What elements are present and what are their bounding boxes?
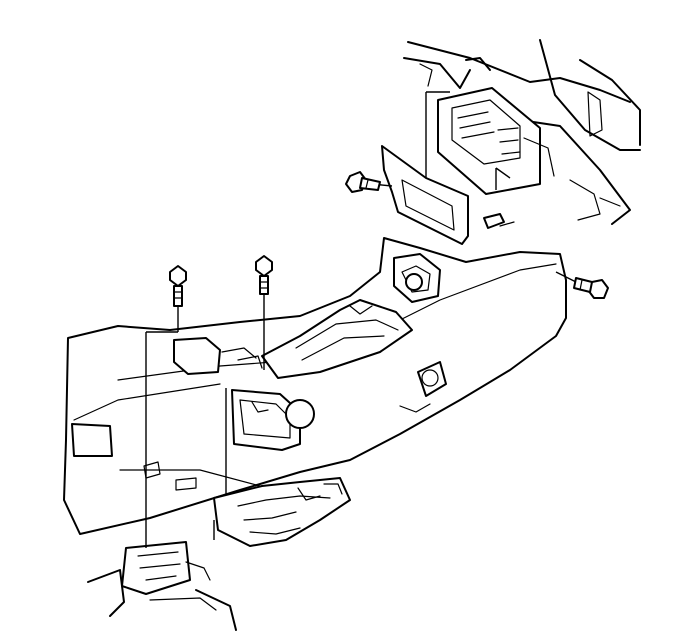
console-rear-vent xyxy=(399,361,447,413)
front-bracket xyxy=(173,337,263,375)
bolt-icon xyxy=(255,255,273,295)
radio-hvac-module xyxy=(437,87,555,195)
console-cupholder-tray xyxy=(261,253,441,379)
lower-rear-bracket xyxy=(213,477,351,547)
clip-icon xyxy=(483,213,515,229)
bolt-icon xyxy=(169,265,187,307)
dashboard-section xyxy=(403,39,641,225)
bolt-icon xyxy=(573,277,609,299)
bolt-icon xyxy=(345,171,381,193)
bezel-frame xyxy=(381,91,469,245)
lower-front-bracket xyxy=(87,541,237,631)
console-side-opening xyxy=(225,388,315,500)
